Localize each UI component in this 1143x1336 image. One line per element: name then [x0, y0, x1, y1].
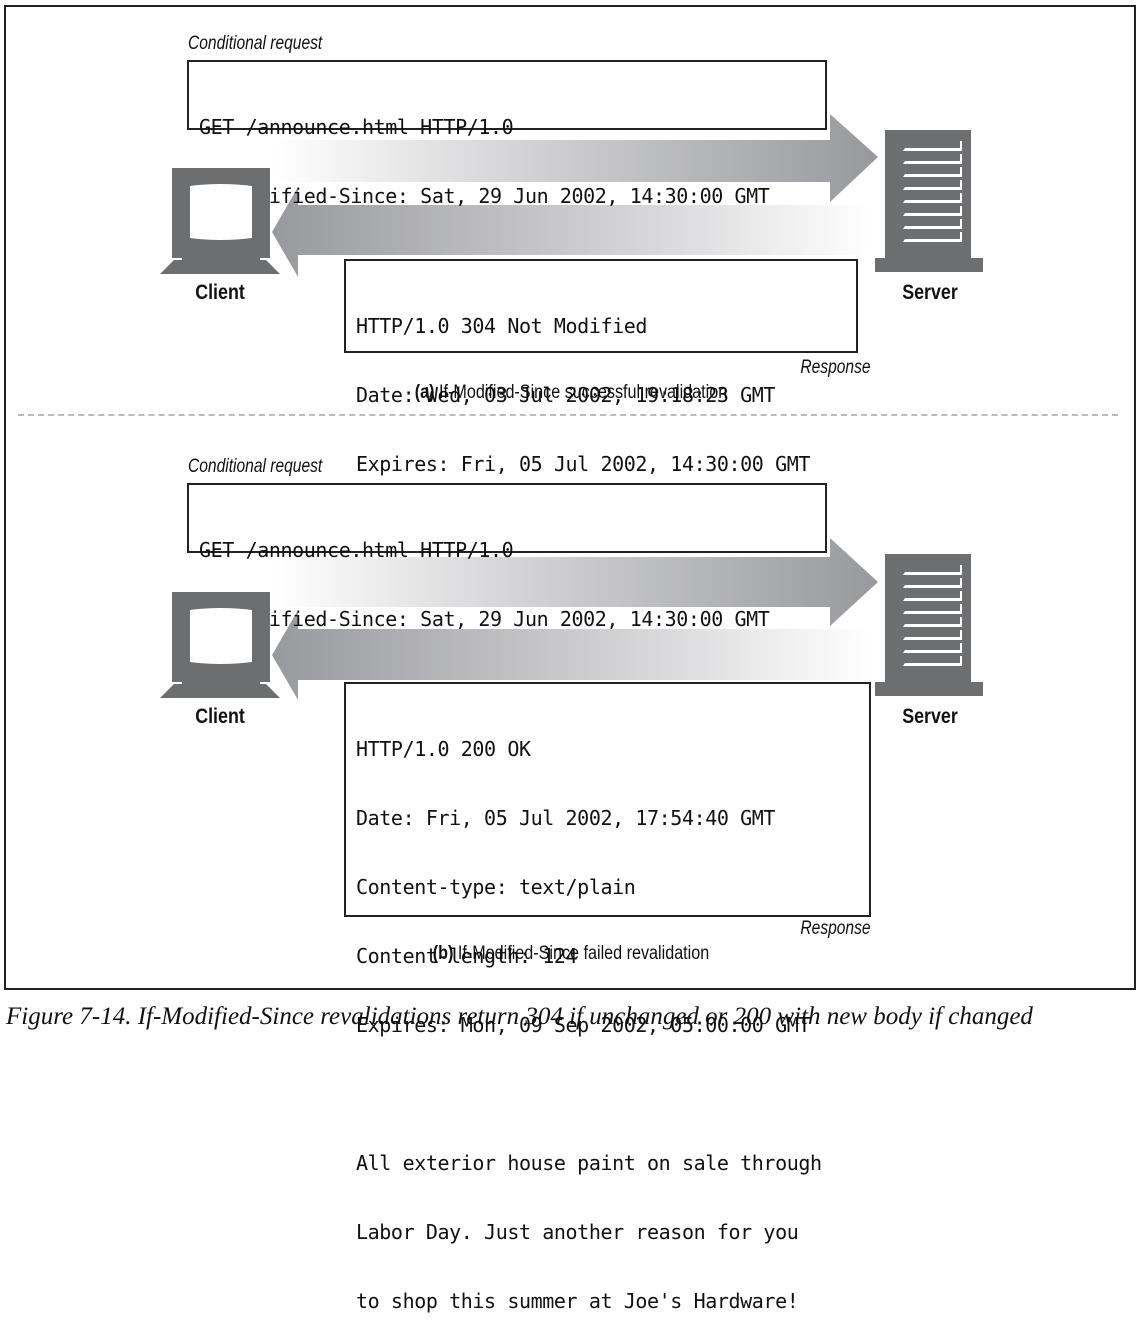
response-arrow-b: [272, 610, 870, 700]
panel-caption-text: If-Modified-Since successful revalidatio…: [439, 382, 728, 403]
client-computer-icon-b: [160, 592, 280, 698]
response-line: HTTP/1.0 304 Not Modified: [356, 314, 648, 338]
response-line: Date: Fri, 05 Jul 2002, 17:54:40 GMT: [356, 806, 776, 830]
figure-frame: [4, 5, 1136, 990]
client-computer-icon-a: [160, 168, 280, 274]
response-line: Expires: Fri, 05 Jul 2002, 14:30:00 GMT: [356, 452, 810, 476]
conditional-request-label-a: Conditional request: [188, 33, 323, 54]
request-arrow-b: [275, 538, 878, 626]
response-arrow-a: [272, 187, 870, 277]
response-body-line: to shop this summer at Joe's Hardware!: [356, 1289, 799, 1313]
request-line: GET /announce.html HTTP/1.0: [199, 115, 514, 139]
panel-caption-letter: (b): [432, 943, 454, 964]
response-body-line: Labor Day. Just another reason for you: [356, 1220, 799, 1244]
panel-caption-text: If-Modified-Since failed revalidation: [457, 943, 710, 964]
server-label-b: Server: [902, 705, 958, 728]
response-line: [356, 1083, 859, 1106]
panel-caption-a: (a) If-Modified-Since successful revalid…: [316, 382, 826, 404]
request-arrow-a: [275, 114, 878, 202]
server-label-a: Server: [902, 281, 958, 304]
request-line: If-Modified-Since: Sat, 29 Jun 2002, 14:…: [199, 184, 770, 208]
panel-caption-b: (b) If-Modified-Since failed revalidatio…: [316, 943, 826, 965]
response-box-a: HTTP/1.0 304 Not Modified Date: Wed, 03 …: [344, 259, 858, 476]
conditional-request-label-b: Conditional request: [188, 456, 323, 477]
panel-caption-letter: (a): [414, 382, 435, 403]
figure-caption: Figure 7-14. If-Modified-Since revalidat…: [6, 1003, 1033, 1030]
client-label-a: Client: [195, 281, 245, 304]
response-box-b: HTTP/1.0 200 OK Date: Fri, 05 Jul 2002, …: [344, 682, 871, 1313]
server-icon-b: [875, 554, 983, 696]
panel-divider: [18, 414, 1118, 416]
request-line: If-Modified-Since: Sat, 29 Jun 2002, 14:…: [199, 607, 770, 631]
response-line: Content-type: text/plain: [356, 875, 636, 899]
response-line: Expires: Mon, 09 Sep 2002, 05:00:00 GMT: [356, 1013, 810, 1037]
server-icon-a: [875, 130, 983, 272]
response-label-a: Response: [800, 357, 871, 378]
response-line: HTTP/1.0 200 OK: [356, 737, 531, 761]
response-label-b: Response: [800, 918, 871, 939]
response-line: Date: Wed, 03 Jul 2002, 19:18:23 GMT: [356, 383, 776, 407]
request-box-b: GET /announce.html HTTP/1.0 If-Modified-…: [187, 483, 827, 631]
request-line: GET /announce.html HTTP/1.0: [199, 538, 514, 562]
arrows-layer: [272, 114, 878, 700]
client-label-b: Client: [195, 705, 245, 728]
response-body-line: All exterior house paint on sale through: [356, 1151, 822, 1175]
response-line: Content-length: 124: [356, 944, 578, 968]
request-box-a: GET /announce.html HTTP/1.0 If-Modified-…: [187, 60, 827, 208]
